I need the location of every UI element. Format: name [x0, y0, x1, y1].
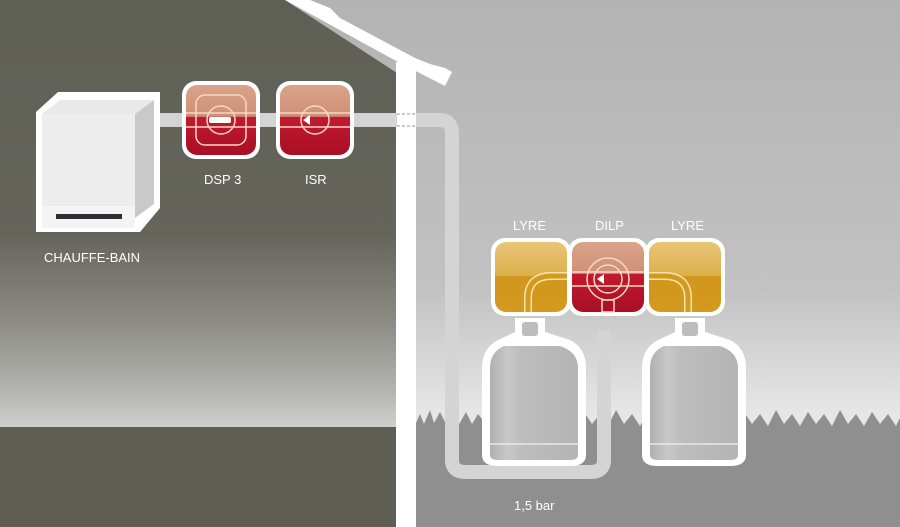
pressure-label: 1,5 bar — [514, 498, 555, 513]
gas-bottle-icon-left[interactable] — [482, 318, 586, 466]
wall-post — [396, 62, 416, 527]
lyre-right-label: LYRE — [671, 218, 704, 233]
water-heater-icon[interactable] — [36, 92, 160, 232]
dsp-label: DSP 3 — [204, 172, 241, 187]
flexible-hose-icon-right[interactable] — [645, 238, 725, 316]
heater-label: CHAUFFE-BAIN — [44, 250, 140, 265]
flexible-hose-icon-left[interactable] — [491, 238, 571, 316]
gas-pipe-outdoor — [416, 113, 611, 479]
pressure-regulator-icon[interactable] — [182, 81, 260, 159]
house-floor — [0, 427, 400, 527]
gas-bottle-icon-right[interactable] — [642, 318, 746, 466]
dilp-label: DILP — [595, 218, 624, 233]
inverter-icon[interactable] — [568, 238, 648, 316]
lyre-left-label: LYRE — [513, 218, 546, 233]
safety-valve-icon[interactable] — [276, 81, 354, 159]
isr-label: ISR — [305, 172, 327, 187]
